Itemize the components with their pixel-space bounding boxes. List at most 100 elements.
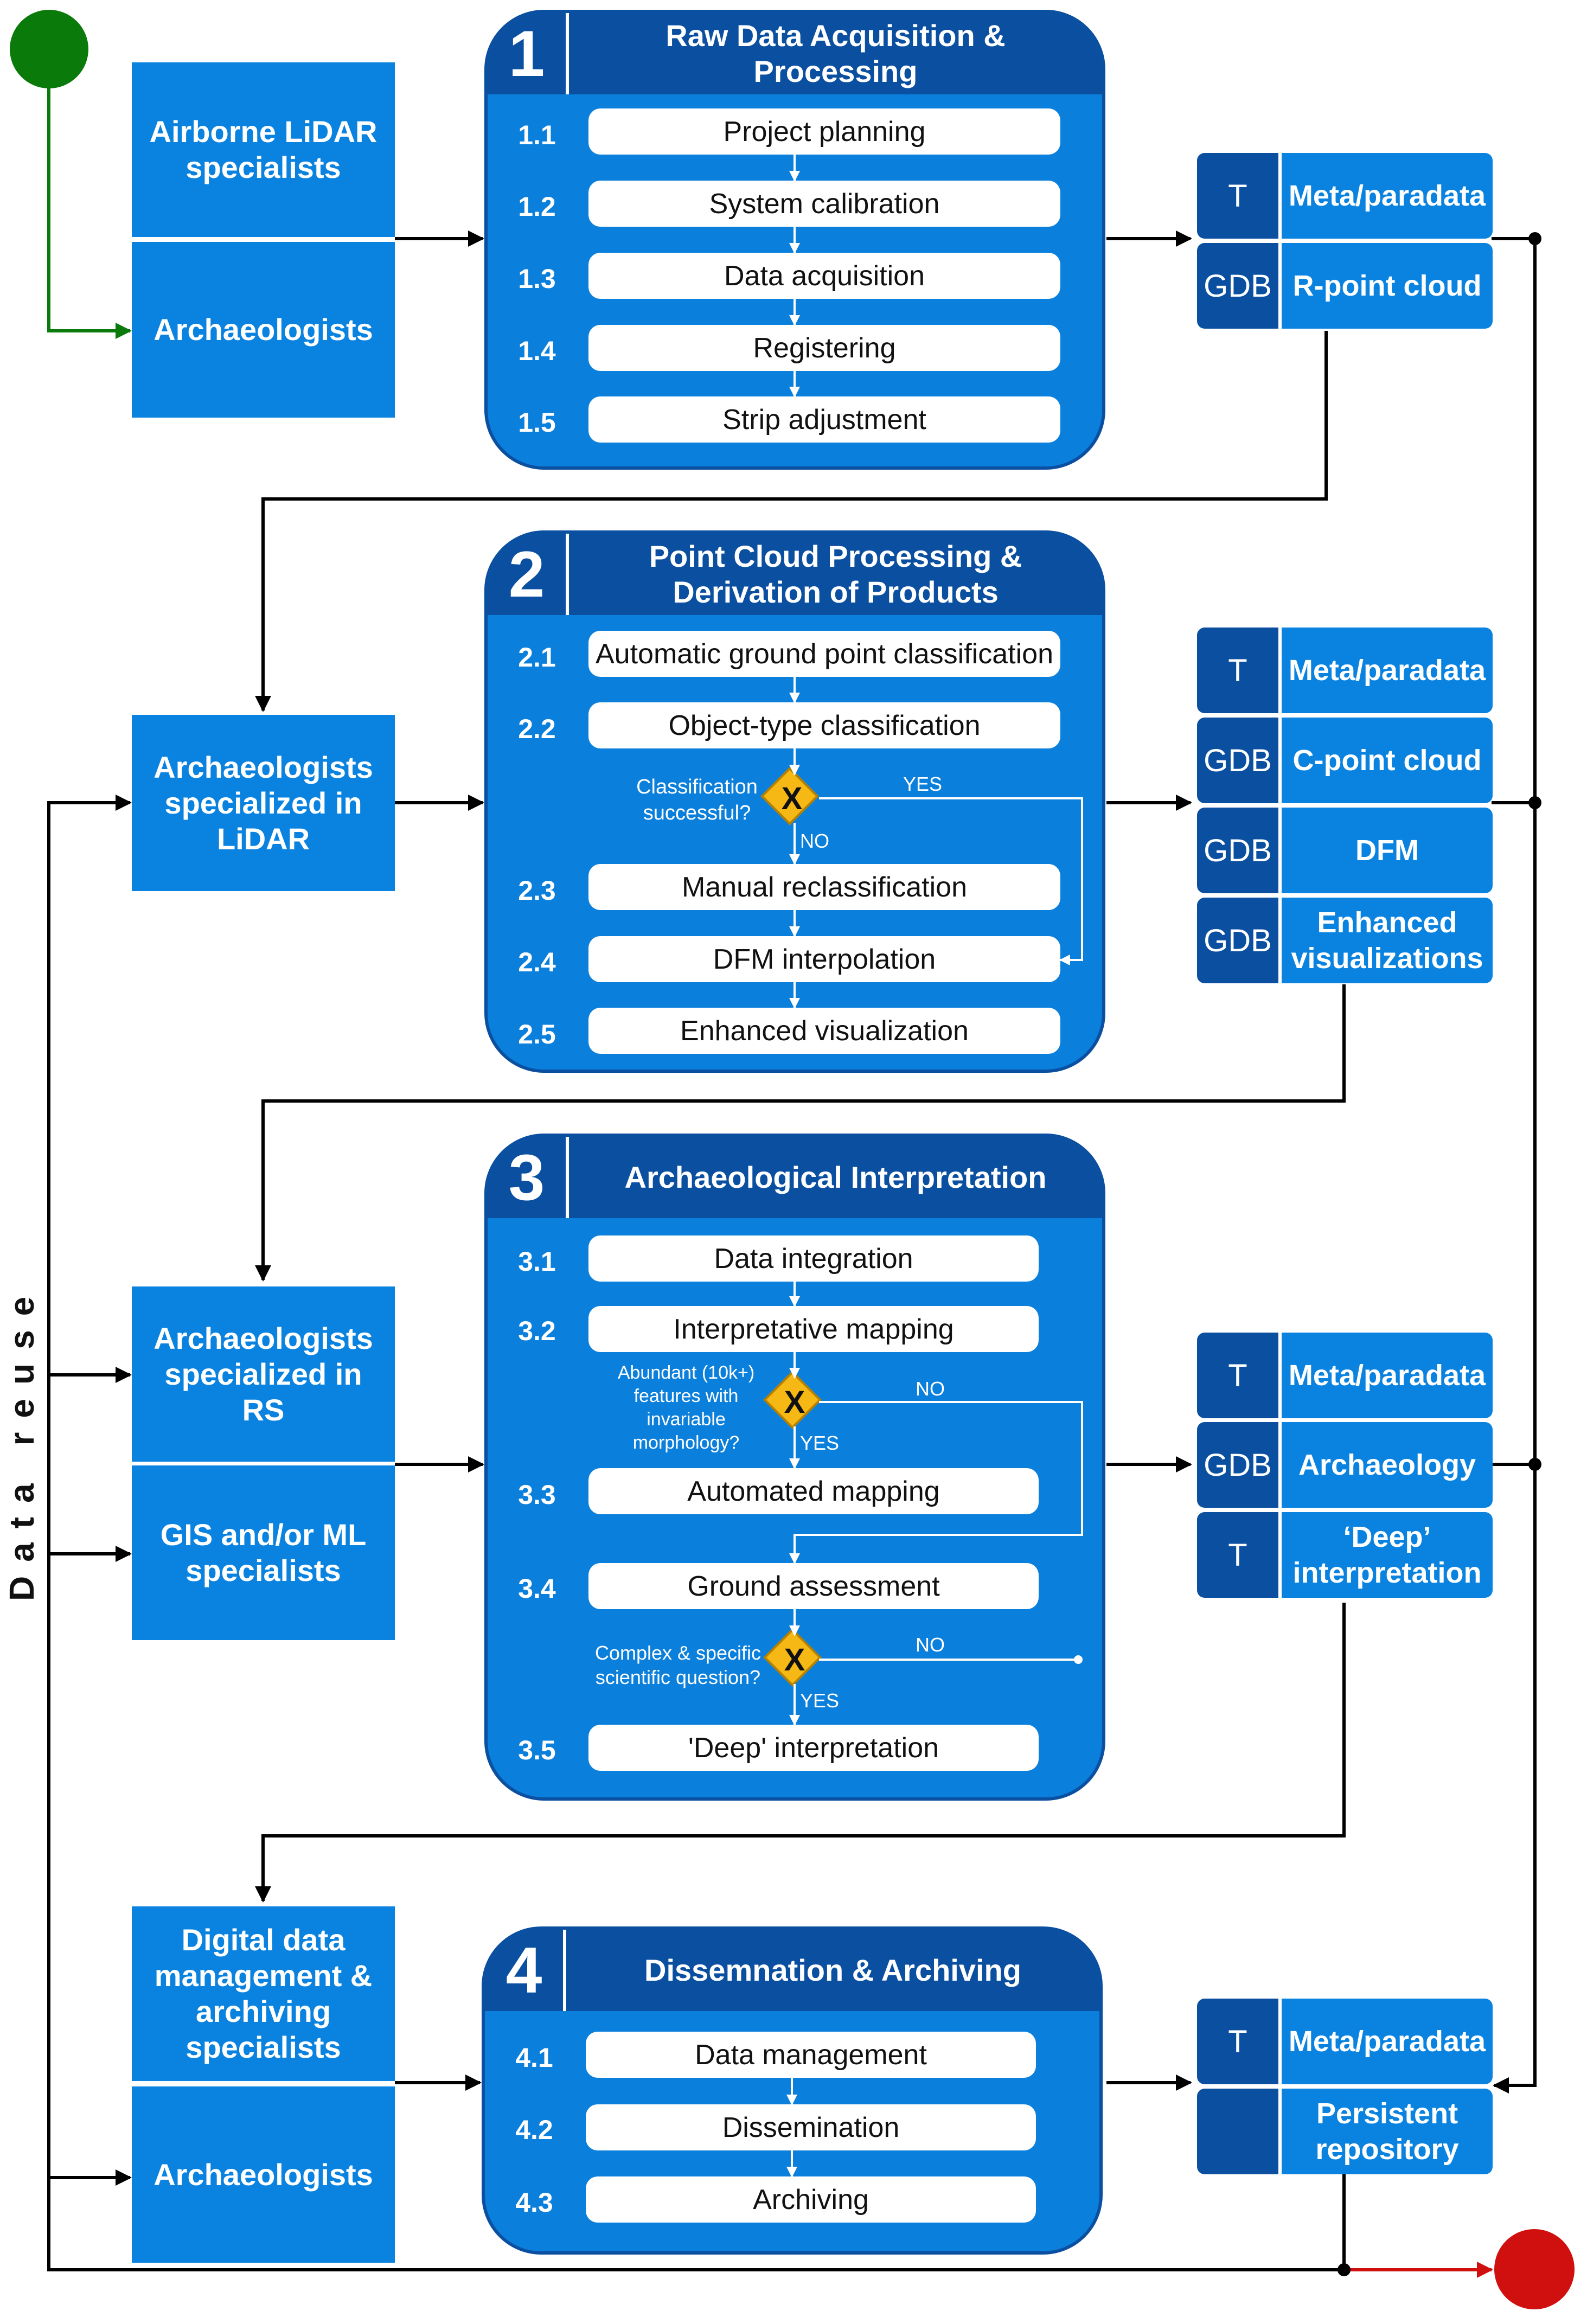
step-4-3: Archiving: [586, 2176, 1036, 2223]
output-4-meta: T Meta/paradata: [1197, 1999, 1493, 2084]
step-3-2: Interpretative mapping: [588, 1306, 1039, 1352]
output-2-meta-type: T: [1197, 628, 1278, 713]
output-4-repository: Persistent repository: [1197, 2089, 1493, 2174]
output-2-enhanced: GDB Enhanced visualizations: [1197, 898, 1493, 983]
output-4-repo-type: [1197, 2089, 1278, 2174]
stage-4-header: 4 Dissemnation & Archiving: [485, 1930, 1099, 2011]
step-3-3: Automated mapping: [588, 1468, 1039, 1514]
role-archaeologists-rs: Archaeologists specialized in RS: [132, 1286, 395, 1462]
step-2-3: Manual reclassification: [588, 864, 1060, 910]
step-2-5-number: 2.5: [518, 1019, 556, 1049]
output-3-meta-type: T: [1197, 1333, 1278, 1418]
output-3-arch-type: GDB: [1197, 1422, 1278, 1508]
step-4-2-number: 4.2: [515, 2115, 553, 2145]
stage-4-title: Dissemnation & Archiving: [644, 1953, 1021, 1987]
step-3-4: Ground assessment: [588, 1563, 1039, 1609]
step-1-5: Strip adjustment: [588, 396, 1060, 443]
output-4-repo-label: Persistent repository: [1278, 2089, 1493, 2174]
step-1-4-number: 1.4: [518, 336, 556, 366]
role-airborne-lidar-specialists: Airborne LiDAR specialists: [132, 62, 395, 237]
step-1-2-number: 1.2: [518, 191, 556, 222]
output-4-meta-type: T: [1197, 1999, 1278, 2084]
output-3-deep-type: T: [1197, 1512, 1278, 1598]
output-2-cpoint-type: GDB: [1197, 718, 1278, 803]
step-1-3: Data acquisition: [588, 253, 1060, 299]
output-2-enhanced-label: Enhanced visualizations: [1278, 898, 1493, 983]
stage-3-panel: 3 Archaeological Interpretation: [484, 1134, 1105, 1801]
decision-x-icon: X: [784, 1384, 805, 1420]
output-2-enhanced-type: GDB: [1197, 898, 1278, 983]
step-1-5-number: 1.5: [518, 407, 556, 438]
stage-3-number: 3: [488, 1137, 569, 1218]
decision-3b-question: Complex & specific scientific question?: [594, 1642, 761, 1688]
data-reuse-label: Data reuse: [2, 1282, 41, 1601]
role-digital-data-specialists: Digital data management & archiving spec…: [132, 1906, 395, 2081]
decision-2-question: Classification successful?: [636, 776, 758, 824]
stage-1-number: 1: [488, 13, 569, 94]
stage-4-number: 4: [485, 1930, 566, 2011]
decision-3a-yes: YES: [800, 1432, 840, 1454]
step-3-5: 'Deep' interpretation: [588, 1725, 1039, 1771]
stage-2-number: 2: [488, 534, 569, 615]
output-3-arch-label: Archaeology: [1278, 1422, 1493, 1508]
role-archaeologists-lidar: Archaeologists specialized in LiDAR: [132, 715, 395, 891]
stage-3-title: Archaeological Interpretation: [624, 1160, 1047, 1194]
step-3-4-number: 3.4: [518, 1573, 556, 1604]
step-2-3-number: 2.3: [518, 875, 556, 906]
stage-1-title: Raw Data Acquisition & Processing: [665, 18, 1006, 88]
decision-2-yes: YES: [903, 773, 943, 795]
step-1-3-number: 1.3: [518, 264, 556, 294]
decision-3b-yes: YES: [800, 1689, 840, 1712]
step-3-2-number: 3.2: [518, 1316, 556, 1346]
step-2-2-number: 2.2: [518, 714, 556, 744]
step-4-3-number: 4.3: [515, 2187, 553, 2218]
output-2-meta: T Meta/paradata: [1197, 628, 1493, 713]
step-2-2: Object-type classification: [588, 702, 1060, 748]
stage-1-header: 1 Raw Data Acquisition & Processing: [488, 13, 1102, 94]
role-gis-ml-specialists: GIS and/or ML specialists: [132, 1465, 395, 1640]
decision-3a-question: Abundant (10k+) features with invariable…: [617, 1362, 755, 1453]
step-4-1: Data management: [586, 2032, 1036, 2078]
output-1-meta: T Meta/paradata: [1197, 153, 1493, 239]
decision-3a-no: NO: [916, 1378, 945, 1400]
step-2-4: DFM interpolation: [588, 936, 1060, 982]
output-3-deep: T ‘Deep’ interpretation: [1197, 1512, 1493, 1598]
stage-2-title: Point Cloud Processing & Derivation of P…: [649, 539, 1022, 609]
decision-2-no: NO: [800, 830, 829, 852]
output-4-meta-label: Meta/paradata: [1278, 1999, 1493, 2084]
step-4-2: Dissemination: [586, 2104, 1036, 2150]
decision-x-icon: X: [781, 780, 803, 816]
output-3-meta: T Meta/paradata: [1197, 1333, 1493, 1418]
output-1-rpointcloud: GDB R-point cloud: [1197, 243, 1493, 329]
role-archaeologists-1: Archaeologists: [132, 242, 395, 418]
step-1-1: Project planning: [588, 108, 1060, 155]
output-2-cpoint-label: C-point cloud: [1278, 718, 1493, 803]
step-2-4-number: 2.4: [518, 947, 556, 977]
decision-3a-diamond: X: [763, 1371, 822, 1429]
end-node: [1494, 2229, 1575, 2309]
output-3-meta-label: Meta/paradata: [1278, 1333, 1493, 1418]
stage-2-header: 2 Point Cloud Processing & Derivation of…: [488, 534, 1102, 615]
output-2-cpointcloud: GDB C-point cloud: [1197, 718, 1493, 803]
output-2-dfm-type: GDB: [1197, 808, 1278, 893]
output-2-dfm-label: DFM: [1278, 808, 1493, 893]
step-3-1: Data integration: [588, 1235, 1039, 1282]
output-1-meta-label: Meta/paradata: [1278, 153, 1493, 239]
output-1-rpoint-label: R-point cloud: [1278, 243, 1493, 329]
step-1-2: System calibration: [588, 181, 1060, 227]
decision-2-diamond: X: [760, 767, 819, 825]
output-1-rpoint-type: GDB: [1197, 243, 1278, 329]
step-4-1-number: 4.1: [515, 2043, 553, 2073]
step-2-1: Automatic ground point classification: [588, 631, 1060, 677]
start-node: [10, 10, 88, 88]
step-2-1-number: 2.1: [518, 642, 556, 673]
output-3-archaeology: GDB Archaeology: [1197, 1422, 1493, 1508]
step-3-5-number: 3.5: [518, 1735, 556, 1765]
decision-3b-diamond: X: [763, 1628, 822, 1687]
role-archaeologists-4: Archaeologists: [132, 2086, 395, 2263]
decision-x-icon: X: [784, 1642, 805, 1678]
output-2-dfm: GDB DFM: [1197, 808, 1493, 893]
output-3-deep-label: ‘Deep’ interpretation: [1278, 1512, 1493, 1598]
step-2-5: Enhanced visualization: [588, 1008, 1060, 1054]
